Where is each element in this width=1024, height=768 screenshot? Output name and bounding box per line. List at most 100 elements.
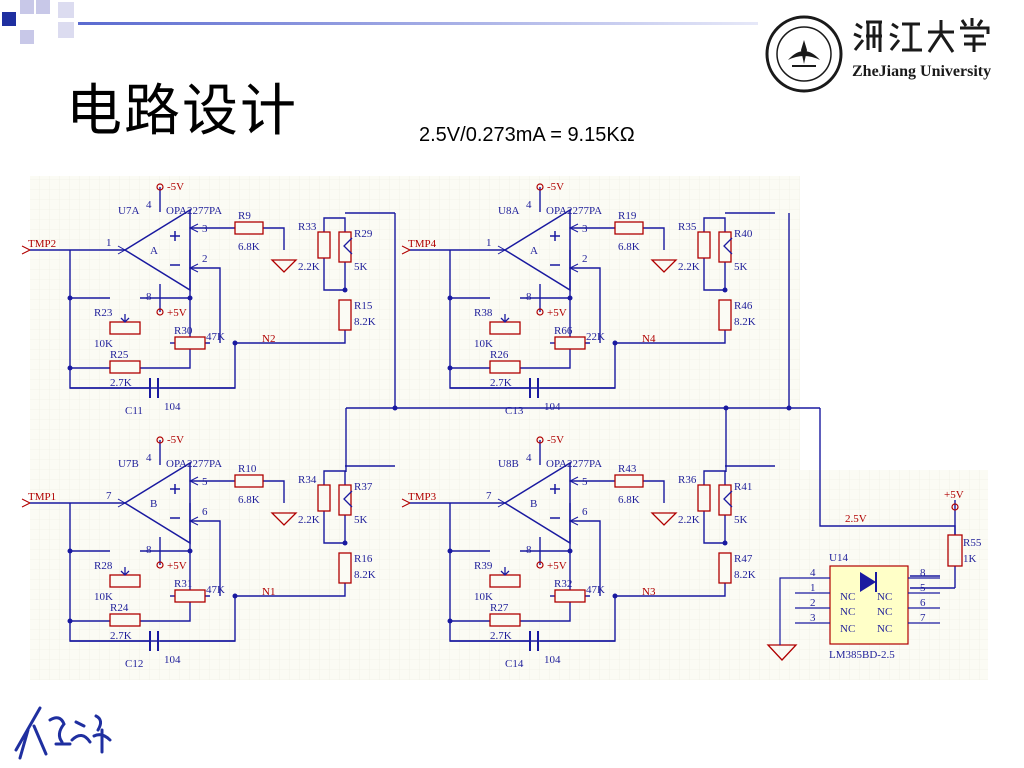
ground-symbol — [270, 259, 298, 273]
junction-dot — [187, 548, 193, 554]
ic-pin-label: 4 — [810, 567, 816, 579]
junction-dot — [67, 618, 73, 624]
pot-ref: R23 — [94, 307, 113, 319]
pot-value: 5K — [354, 261, 368, 273]
resistor-body — [317, 231, 331, 259]
ground-symbol — [650, 512, 678, 526]
junction-dot — [232, 340, 238, 346]
opamp-symbol — [123, 208, 191, 292]
pot-ref: R40 — [734, 228, 753, 240]
resistor-body — [718, 299, 732, 331]
resistor-value: 8.2K — [354, 316, 376, 328]
junction-dots — [392, 405, 792, 411]
junction-dot — [567, 295, 573, 301]
pot-wiper — [723, 490, 733, 508]
resistor-ref: R36 — [678, 474, 697, 486]
corner-square — [36, 0, 50, 14]
pot-wiper — [120, 567, 130, 576]
pin-number: 8 — [526, 291, 532, 303]
pot-wiper — [120, 314, 130, 323]
resistor-value: 2.2K — [298, 261, 320, 273]
pin-arrow — [188, 476, 199, 526]
opamp-symbol — [123, 461, 191, 545]
interconnect-wires — [345, 213, 956, 589]
wire — [450, 551, 571, 622]
pin-number: 8 — [146, 291, 152, 303]
opamp-ref: U7A — [118, 205, 139, 217]
opamp-sign-marks — [170, 484, 180, 519]
resistor-ref: R10 — [238, 463, 257, 475]
nc-label: NC — [877, 591, 892, 603]
resistor-ref: R16 — [354, 553, 373, 565]
resistor-ref: R43 — [618, 463, 637, 475]
resistor-body — [234, 221, 264, 235]
resistor-body — [109, 613, 141, 627]
resistor-value: 2.2K — [678, 514, 700, 526]
resistor-value: 47K — [206, 331, 225, 343]
supply-terminal — [156, 561, 164, 569]
resistor-ref: R32 — [554, 578, 572, 590]
nc-label: NC — [840, 591, 855, 603]
capacitor-value: 104 — [544, 654, 561, 666]
corner-square — [20, 0, 34, 14]
resistor-value: 8.2K — [734, 316, 756, 328]
resistor-body — [614, 221, 644, 235]
wire — [70, 298, 191, 369]
neg-supply-label: -5V — [167, 181, 184, 193]
neg-supply-label: -5V — [547, 181, 564, 193]
resistor-value: 2.7K — [490, 377, 512, 389]
supply-label: +5V — [944, 489, 964, 501]
resistor-ref: R33 — [298, 221, 317, 233]
pin-number: 1 — [106, 237, 112, 249]
junction-dot — [612, 593, 618, 599]
wire — [703, 511, 725, 544]
ic-pin-label: 6 — [920, 597, 926, 609]
opamp-symbol — [503, 461, 571, 545]
wire — [570, 480, 665, 503]
wire — [570, 227, 665, 250]
resistor-body — [697, 484, 711, 512]
capacitor-plates — [149, 378, 159, 398]
junction-dot — [447, 295, 453, 301]
pot-value: 10K — [474, 591, 493, 603]
resistor-ref: R19 — [618, 210, 637, 222]
pin-number: 4 — [146, 199, 152, 211]
junction-dot — [612, 340, 618, 346]
ic-pin-label: 7 — [920, 612, 926, 624]
junction-dot — [722, 540, 728, 546]
junction-dot — [342, 287, 348, 293]
pin-number: 7 — [106, 490, 112, 502]
capacitor-ref: C11 — [125, 405, 143, 417]
ic-pin-label: 2 — [810, 597, 816, 609]
reference-resistor-value: 1K — [963, 553, 977, 565]
junction-dot — [67, 295, 73, 301]
supply-terminal — [156, 183, 164, 191]
neg-supply-label: -5V — [167, 434, 184, 446]
resistor-body — [109, 574, 141, 588]
wire — [450, 298, 571, 369]
reference-section: +5V R55 1K 2.5V U14 4 1 2 3 8 5 6 7 NC N… — [766, 489, 982, 661]
ic-pin-label: 5 — [920, 582, 926, 594]
resistor-ref: R35 — [678, 221, 697, 233]
opamp-sign-marks — [170, 231, 180, 266]
resistor-body — [489, 574, 521, 588]
resistor-value: 2.7K — [110, 377, 132, 389]
resistor-body — [489, 360, 521, 374]
pot-wiper — [500, 314, 510, 323]
pin-number: 8 — [146, 544, 152, 556]
junction-dot — [232, 593, 238, 599]
capacitor-plates — [149, 631, 159, 651]
supply-terminal — [156, 308, 164, 316]
resistor-body — [174, 589, 206, 603]
pos-supply-label: +5V — [167, 560, 187, 572]
pin-number: 2 — [582, 253, 588, 265]
wire — [190, 480, 285, 503]
junction-dot — [342, 540, 348, 546]
university-wordmark — [853, 18, 990, 53]
pos-supply-label: +5V — [167, 307, 187, 319]
resistor-ref: R27 — [490, 602, 509, 614]
ic-pin-label: 1 — [810, 582, 816, 594]
pos-supply-label: +5V — [547, 307, 567, 319]
resistor-value: 6.8K — [238, 241, 260, 253]
nc-label: NC — [840, 606, 855, 618]
